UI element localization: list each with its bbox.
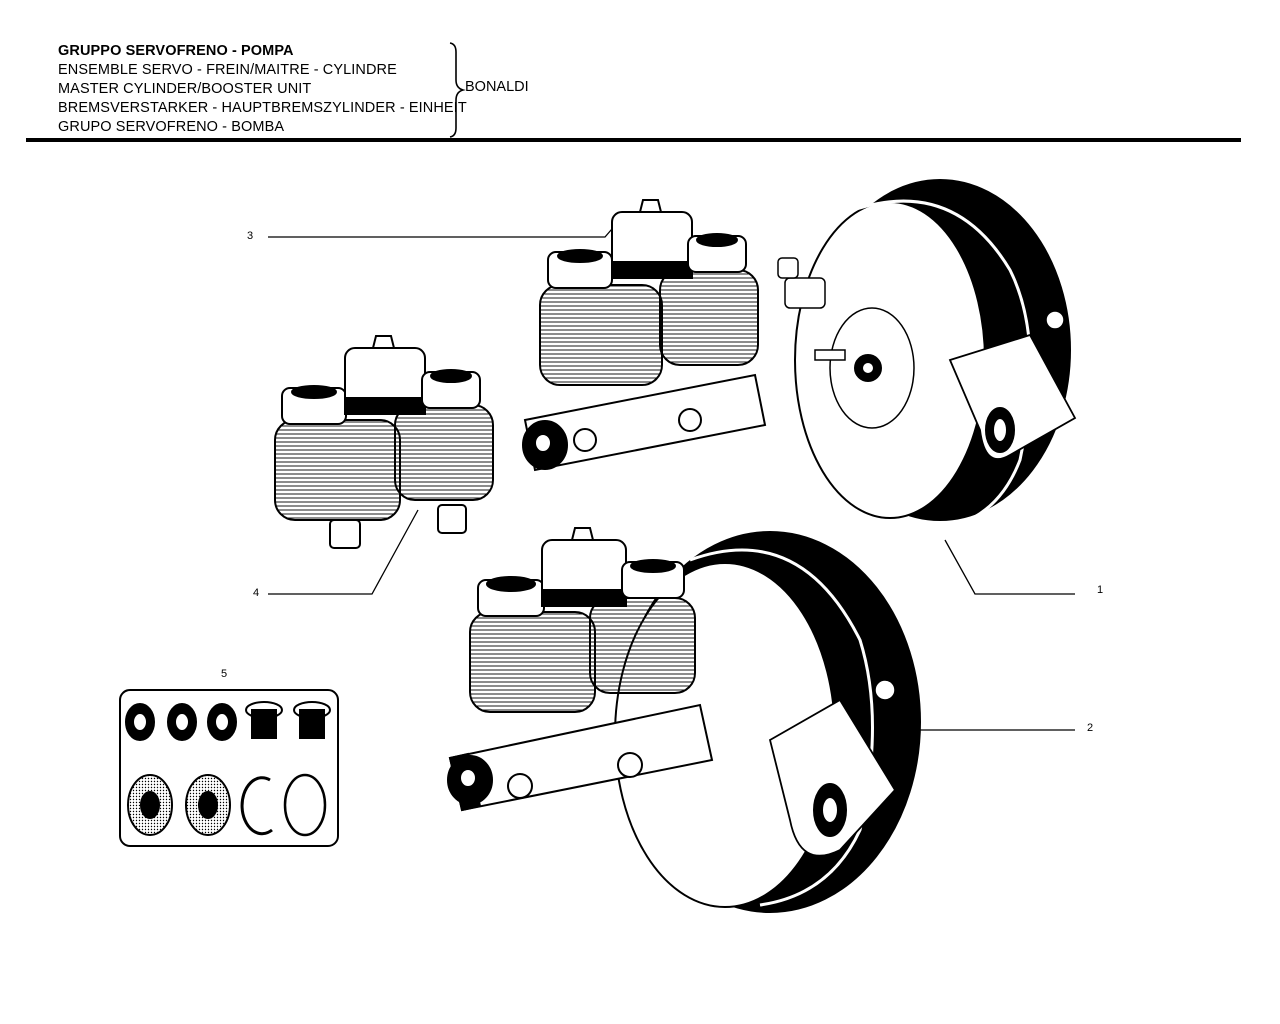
- callout-2: 2: [1087, 722, 1094, 734]
- master-cylinder-3: [522, 199, 767, 472]
- title-german: BREMSVERSTARKER - HAUPTBREMSZYLINDER - E…: [58, 100, 467, 116]
- booster-1: [777, 179, 1077, 532]
- header-divider: [26, 138, 1241, 142]
- title-block: GRUPPO SERVOFRENO - POMPA ENSEMBLE SERVO…: [58, 42, 467, 137]
- title-spanish: GRUPO SERVOFRENO - BOMBA: [58, 119, 285, 135]
- seal-kit-5: [119, 689, 339, 847]
- callout-3: 3: [247, 230, 254, 242]
- title-french: ENSEMBLE SERVO - FREIN/MAITRE - CYLINDRE: [58, 62, 397, 78]
- master-cylinder-2: [447, 527, 714, 812]
- callout-5: 5: [221, 668, 228, 680]
- title-english: MASTER CYLINDER/BOOSTER UNIT: [58, 81, 312, 97]
- reservoir-4: [274, 335, 494, 549]
- manufacturer-label: BONALDI: [465, 79, 529, 95]
- title-italian: GRUPPO SERVOFRENO - POMPA: [58, 43, 294, 59]
- brace-icon: [449, 42, 466, 138]
- callout-4: 4: [253, 587, 260, 599]
- callout-1: 1: [1097, 584, 1104, 596]
